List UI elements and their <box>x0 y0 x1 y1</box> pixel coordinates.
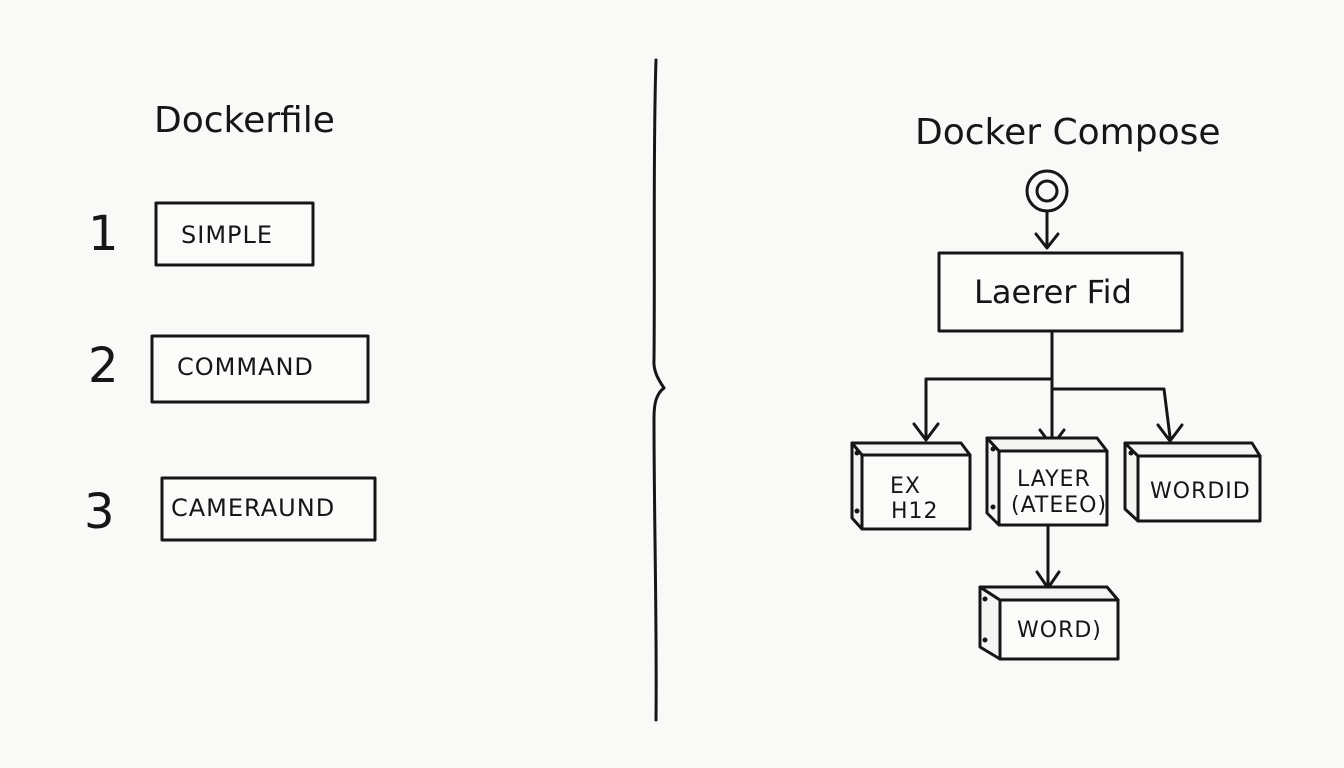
word-node-label: WORD) <box>1017 618 1102 643</box>
arrowhead-to-ex-node <box>912 422 940 442</box>
word-node-rivet-top <box>982 596 988 602</box>
ex-node-front <box>860 453 972 531</box>
layer-node-label-line-2: (ATEEO) <box>1011 493 1107 518</box>
wordid-node-rivet <box>1128 450 1134 456</box>
dockerfile-item-2: 2 COMMAND <box>88 334 370 404</box>
dockerfile-item-3-label: CAMERAUND <box>171 494 335 522</box>
dockerfile-section: Dockerfile 1 SIMPLE 2 COMMAND 3 CAMERAUN… <box>84 100 377 542</box>
layer-node-top <box>985 436 1109 453</box>
dockerfile-title: Dockerfile <box>154 100 335 141</box>
wordid-node: WORDID <box>1123 441 1262 523</box>
dockerfile-item-2-box <box>150 334 370 404</box>
ex-node-label-line-1: EX <box>890 474 921 499</box>
dockerfile-item-2-label: COMMAND <box>177 353 314 381</box>
start-node-inner-circle <box>1035 179 1059 203</box>
root-node-box <box>937 251 1184 333</box>
layer-node-rivet-top <box>990 446 996 452</box>
root-node: Laerer Fid <box>937 251 1184 333</box>
docker-compose-section: Docker Compose Laerer Fid EX H12 <box>850 112 1262 661</box>
layer-node: LAYER (ATEEO) <box>985 436 1109 527</box>
wordid-node-label: WORDID <box>1150 479 1251 504</box>
section-divider <box>652 58 666 722</box>
arrowhead-start-to-root <box>1034 232 1060 250</box>
ex-node: EX H12 <box>850 441 972 531</box>
layer-node-rivet-bottom <box>990 504 996 510</box>
dockerfile-item-1: 1 SIMPLE <box>88 201 315 267</box>
dockerfile-item-3-number: 3 <box>84 484 115 540</box>
word-node-front <box>998 598 1120 661</box>
ex-node-rivet-bottom <box>854 508 860 514</box>
start-node <box>1025 169 1069 213</box>
layer-node-label-line-1: LAYER <box>1017 467 1091 492</box>
arrowhead-to-wordid-node <box>1156 423 1184 443</box>
dockerfile-item-3-box <box>160 476 377 542</box>
word-node-rivet-bottom <box>982 637 988 643</box>
dockerfile-item-1-box <box>154 201 315 267</box>
ex-node-rivet-top <box>854 450 860 456</box>
dockerfile-item-1-number: 1 <box>88 206 119 262</box>
wordid-node-front <box>1136 454 1262 523</box>
dockerfile-item-1-label: SIMPLE <box>181 221 273 249</box>
dockerfile-item-2-number: 2 <box>88 338 119 394</box>
ex-node-top <box>850 441 972 457</box>
word-node: WORD) <box>978 585 1120 661</box>
root-node-label: Laerer Fid <box>974 273 1132 311</box>
left-branch-connector <box>924 377 1054 438</box>
wordid-node-top <box>1123 441 1262 458</box>
right-branch-connector <box>1050 387 1172 439</box>
ex-node-label-line-2: H12 <box>891 499 939 524</box>
layer-node-front <box>997 449 1109 527</box>
word-node-top <box>978 585 1120 602</box>
dockerfile-item-3: 3 CAMERAUND <box>84 476 377 542</box>
start-node-outer-circle <box>1025 169 1069 213</box>
docker-compose-title: Docker Compose <box>915 112 1221 153</box>
